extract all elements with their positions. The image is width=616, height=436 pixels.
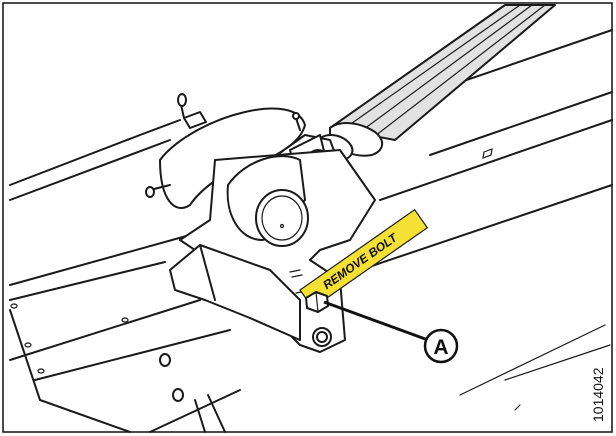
frame-beam bbox=[9, 29, 613, 276]
figure-number: 1014042 bbox=[590, 367, 606, 422]
hydraulic-cylinder bbox=[317, 4, 556, 161]
right-surface bbox=[459, 324, 611, 411]
pivot-tube bbox=[226, 155, 309, 247]
callout-circle bbox=[423, 328, 459, 364]
bolt-a bbox=[305, 291, 329, 313]
callout-letter: A bbox=[433, 336, 448, 359]
callout-leader bbox=[323, 300, 429, 342]
callout-a: A bbox=[323, 300, 459, 364]
lower-beam bbox=[9, 234, 241, 433]
lower-bolt bbox=[312, 327, 332, 347]
